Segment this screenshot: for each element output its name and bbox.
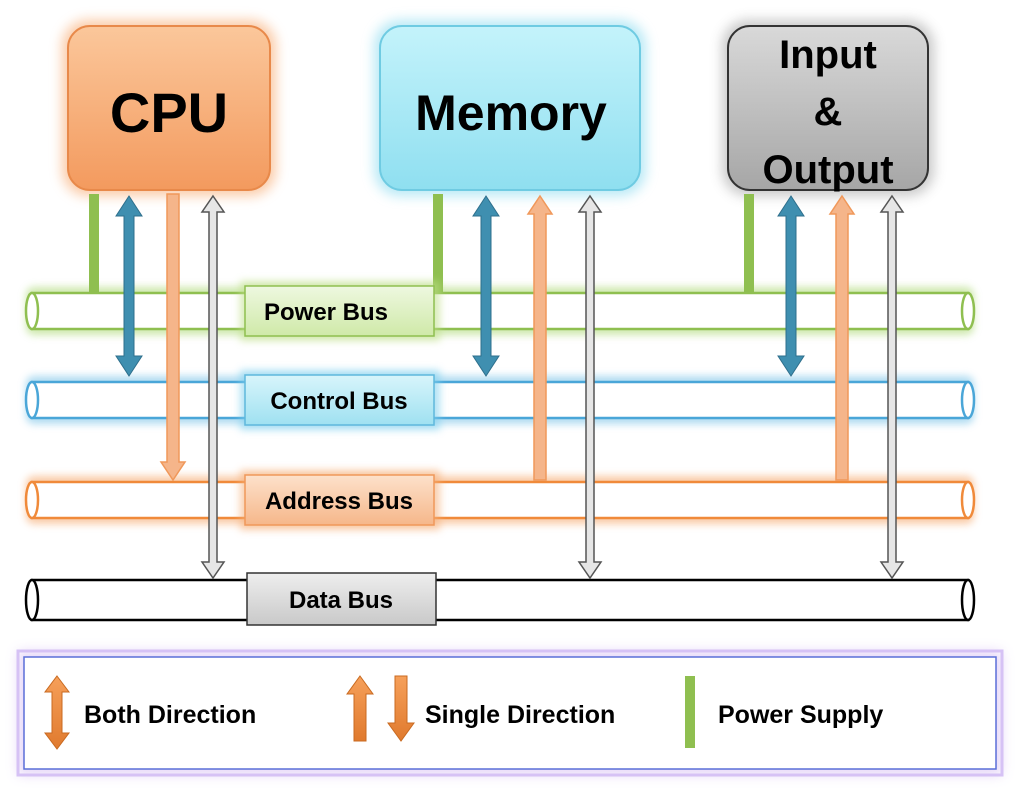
input-output-box: Input & Output [722,20,934,196]
control-arrows [115,195,805,377]
io-data-arrow [879,194,905,580]
address-arrows [159,193,856,482]
legend-power-supply: Power Supply [685,676,883,748]
power-bus-tag: Power Bus [240,281,440,341]
single-direction-down-arrow-icon [387,675,415,742]
cpu-address-arrow [159,193,187,482]
memory-address-arrow [526,194,554,481]
power-bus-label: Power Bus [264,299,388,326]
io-label-line2: & [814,90,843,134]
memory-data-arrow [577,194,603,580]
legend-single-direction: Single Direction [346,675,615,742]
both-direction-arrow-icon [44,675,70,750]
cpu-box: CPU [62,20,276,196]
io-label-line3: Output [762,148,893,192]
legend-both-direction: Both Direction [44,675,256,750]
memory-box: Memory [374,20,646,196]
power-supply-lines [89,194,754,293]
power-supply-line-icon [685,676,695,748]
legend: Both Direction Single Direction Power Su… [16,649,1004,777]
cpu-data-arrow [200,194,226,580]
cpu-label: CPU [110,81,228,144]
control-bus-tag: Control Bus [240,370,440,430]
both-direction-label: Both Direction [84,701,256,729]
power-supply-label: Power Supply [718,701,883,729]
cpu-control-arrow [115,195,143,377]
data-arrows [200,194,905,580]
cpu-power-line [89,194,99,293]
io-power-line [744,194,754,293]
single-direction-up-arrow-icon [346,675,374,742]
single-direction-label: Single Direction [425,701,615,729]
memory-label: Memory [415,85,607,141]
io-label-line1: Input [779,33,877,77]
data-bus-tag: Data Bus [246,572,437,626]
memory-control-arrow [472,195,500,377]
memory-power-line [433,194,443,293]
address-bus-tag: Address Bus [240,470,440,530]
control-bus-label: Control Bus [270,388,407,415]
data-bus-label: Data Bus [289,587,393,614]
io-control-arrow [777,195,805,377]
io-address-arrow [828,194,856,481]
address-bus [24,476,976,524]
data-bus [24,578,976,622]
address-bus-label: Address Bus [265,488,413,515]
